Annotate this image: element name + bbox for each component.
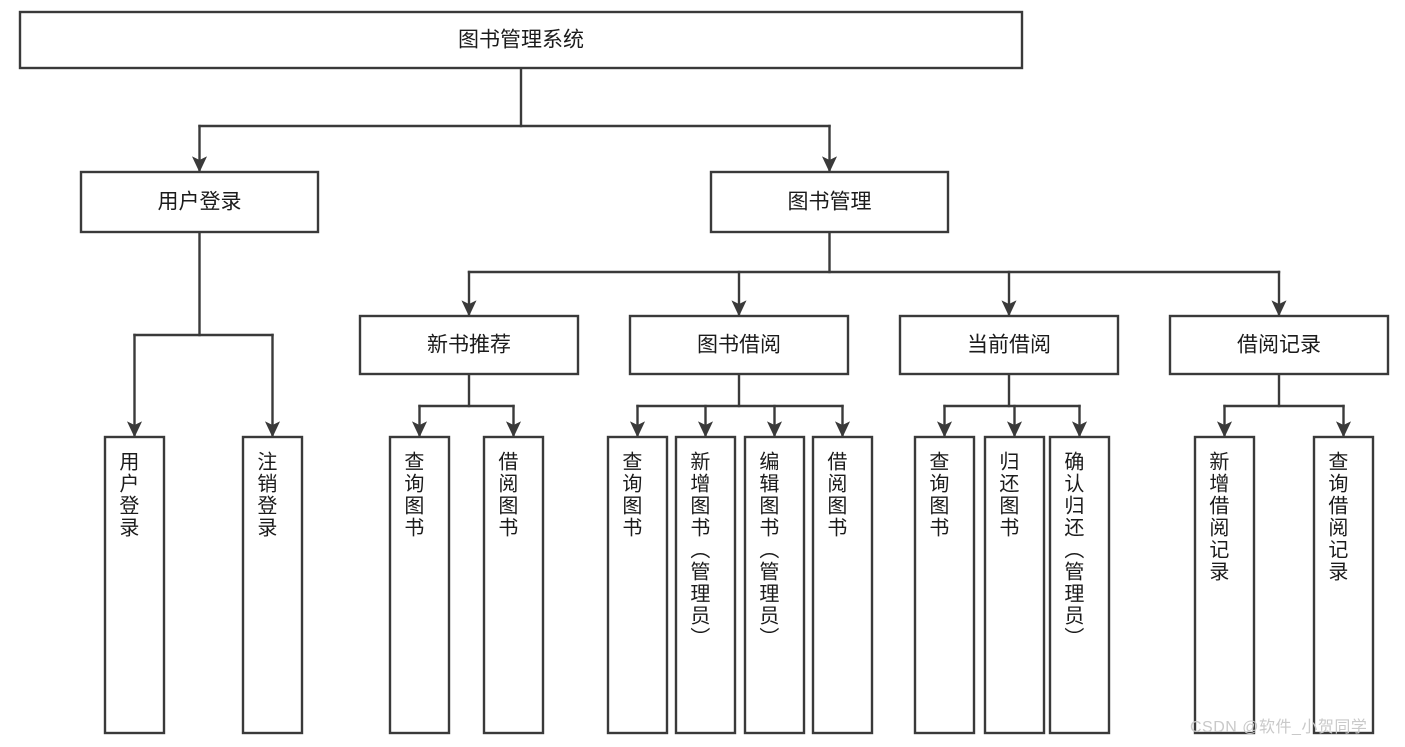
node-user-login[interactable]: 用户登录 — [79, 170, 320, 234]
node-box-leaf-user-login — [103, 435, 166, 735]
node-label-leaf-user-login: 用户登录 — [116, 451, 139, 539]
node-label-leaf-logout-login: 注销登录 — [254, 451, 277, 539]
node-box-leaf-query-borrow-record — [1312, 435, 1375, 735]
connector-layer — [126, 66, 1352, 438]
node-label-leaf-borrow-book: 借阅图书 — [824, 451, 847, 539]
node-box-user-login — [79, 170, 320, 234]
node-leaf-borrow-book-recommend[interactable]: 借阅图书 — [482, 435, 545, 735]
node-root[interactable]: 图书管理系统 — [18, 10, 1024, 70]
node-label-borrow-record: 借阅记录 — [1237, 334, 1321, 357]
node-box-leaf-query-book-current — [913, 435, 976, 735]
node-label-leaf-confirm-return-admin: 确认归还（管理员） — [1061, 451, 1084, 649]
node-leaf-add-borrow-record[interactable]: 新增借阅记录 — [1193, 435, 1256, 735]
node-box-leaf-borrow-book-recommend — [482, 435, 545, 735]
node-leaf-return-book[interactable]: 归还图书 — [983, 435, 1046, 735]
node-box-leaf-logout-login — [241, 435, 304, 735]
node-label-leaf-add-book-admin: 新增图书（管理员） — [687, 451, 710, 649]
node-box-leaf-borrow-book — [811, 435, 874, 735]
node-label-book-borrow: 图书借阅 — [697, 334, 781, 357]
node-label-leaf-query-book-recommend: 查询图书 — [401, 451, 424, 539]
node-label-leaf-query-borrow-record: 查询借阅记录 — [1325, 451, 1348, 583]
node-book-borrow[interactable]: 图书借阅 — [628, 314, 850, 376]
node-label-leaf-return-book: 归还图书 — [996, 451, 1019, 539]
node-leaf-query-borrow-record[interactable]: 查询借阅记录 — [1312, 435, 1375, 735]
node-box-current-borrow — [898, 314, 1120, 376]
node-label-current-borrow: 当前借阅 — [967, 334, 1051, 357]
node-box-root — [18, 10, 1024, 70]
node-box-book-borrow — [628, 314, 850, 376]
node-label-user-login: 用户登录 — [158, 191, 242, 214]
node-leaf-add-book-admin[interactable]: 新增图书（管理员） — [674, 435, 737, 735]
node-leaf-logout-login[interactable]: 注销登录 — [241, 435, 304, 735]
node-borrow-record[interactable]: 借阅记录 — [1168, 314, 1390, 376]
node-leaf-borrow-book[interactable]: 借阅图书 — [811, 435, 874, 735]
node-label-leaf-edit-book-admin: 编辑图书（管理员） — [756, 451, 779, 649]
node-leaf-query-book-recommend[interactable]: 查询图书 — [388, 435, 451, 735]
node-label-root: 图书管理系统 — [458, 29, 584, 52]
node-box-leaf-query-book-borrow — [606, 435, 669, 735]
node-leaf-query-book-current[interactable]: 查询图书 — [913, 435, 976, 735]
node-box-leaf-return-book — [983, 435, 1046, 735]
node-leaf-user-login[interactable]: 用户登录 — [103, 435, 166, 735]
node-box-borrow-record — [1168, 314, 1390, 376]
node-new-book-recommend[interactable]: 新书推荐 — [358, 314, 580, 376]
node-label-new-book-recommend: 新书推荐 — [427, 334, 511, 357]
node-label-leaf-query-book-borrow: 查询图书 — [619, 451, 642, 539]
node-leaf-query-book-borrow[interactable]: 查询图书 — [606, 435, 669, 735]
csdn-watermark: CSDN @软件_小贺同学 — [1190, 719, 1368, 736]
node-current-borrow[interactable]: 当前借阅 — [898, 314, 1120, 376]
node-box-leaf-edit-book-admin — [743, 435, 806, 735]
node-box-new-book-recommend — [358, 314, 580, 376]
node-label-leaf-add-borrow-record: 新增借阅记录 — [1206, 451, 1229, 583]
node-box-leaf-query-book-recommend — [388, 435, 451, 735]
node-label-leaf-borrow-book-recommend: 借阅图书 — [495, 451, 518, 539]
node-label-book-management: 图书管理 — [788, 191, 872, 214]
node-box-leaf-confirm-return-admin — [1048, 435, 1111, 735]
node-box-leaf-add-borrow-record — [1193, 435, 1256, 735]
node-box-leaf-add-book-admin — [674, 435, 737, 735]
node-label-leaf-query-book-current: 查询图书 — [926, 451, 949, 539]
node-book-management[interactable]: 图书管理 — [709, 170, 950, 234]
node-leaf-confirm-return-admin[interactable]: 确认归还（管理员） — [1048, 435, 1111, 735]
node-layer: 图书管理系统用户登录图书管理新书推荐图书借阅当前借阅借阅记录用户登录注销登录查询… — [18, 10, 1390, 735]
node-leaf-edit-book-admin[interactable]: 编辑图书（管理员） — [743, 435, 806, 735]
node-box-book-management — [709, 170, 950, 234]
